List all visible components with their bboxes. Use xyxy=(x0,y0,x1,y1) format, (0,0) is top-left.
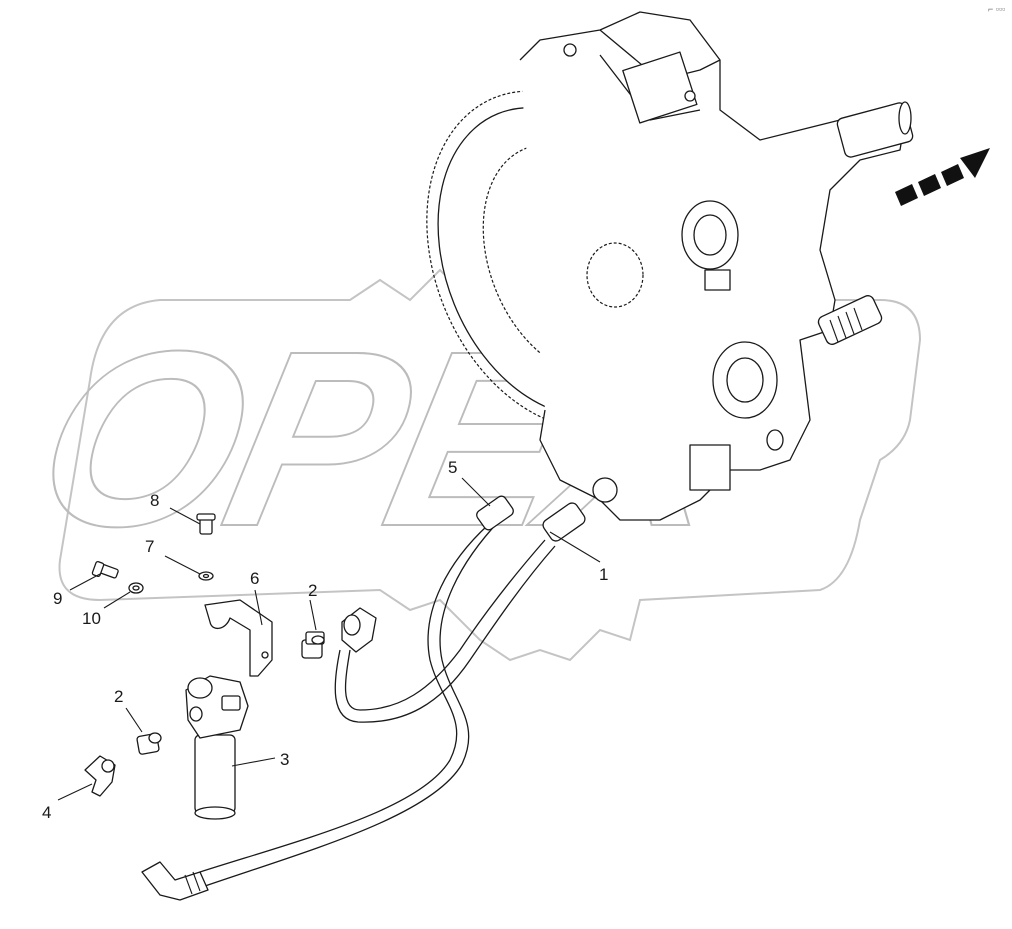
callout-8: 8 xyxy=(150,491,159,510)
callout-1: 1 xyxy=(599,565,608,584)
callout-3: 3 xyxy=(280,750,289,769)
direction-arrow-icon xyxy=(895,148,990,206)
callout-7: 7 xyxy=(145,537,154,556)
callout-2-upper: 2 xyxy=(308,581,317,600)
part-2-adapter-upper xyxy=(301,631,325,659)
callout-9: 9 xyxy=(53,589,62,608)
part-10-washer xyxy=(128,582,144,594)
callout-6: 6 xyxy=(250,569,259,588)
callouts: 1 2 2 3 4 5 6 7 8 9 10 xyxy=(42,458,608,822)
output-shaft xyxy=(836,101,914,158)
part-4-elbow xyxy=(84,755,116,797)
elbow-fitting-upper xyxy=(341,607,377,653)
transmission-housing xyxy=(426,11,914,521)
callout-2-lower: 2 xyxy=(114,687,123,706)
part-3-filter xyxy=(185,675,249,820)
part-6-bracket xyxy=(204,599,273,677)
hose-fitting-lower xyxy=(141,861,209,901)
part-7-washer xyxy=(198,571,214,581)
callout-5: 5 xyxy=(448,458,457,477)
pto-shaft xyxy=(817,295,883,345)
hose-5 xyxy=(199,495,514,887)
part-9-bolt xyxy=(91,560,119,579)
hose-1 xyxy=(334,502,586,723)
leader-lines xyxy=(57,477,601,801)
callout-10: 10 xyxy=(82,609,101,628)
part-2-adapter-lower xyxy=(136,732,162,755)
callout-4: 4 xyxy=(42,803,51,822)
corner-mark: ⌐ ▫▫▫ xyxy=(988,4,1005,14)
part-8-bolt xyxy=(196,513,216,535)
watermark-gear-outline xyxy=(58,268,922,662)
